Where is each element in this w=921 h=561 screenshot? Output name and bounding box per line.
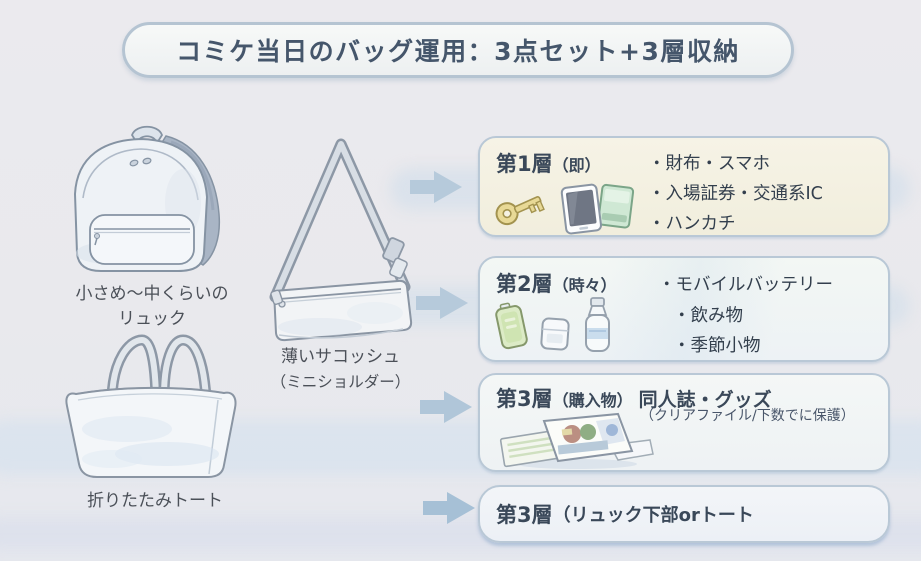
layer2-items: ・飲み物 ・季節小物: [673, 301, 761, 361]
backpack-illustration: [48, 118, 238, 284]
layer3-heading: 第3層（購入物）同人誌・グッズ: [496, 387, 772, 411]
list-item: ・ハンカチ: [648, 214, 736, 234]
drink-bottle-icon: [585, 297, 610, 352]
key-icon: [495, 196, 545, 226]
layer3-box: 第3層（購入物）同人誌・グッズ （クリアファイル/下数でに保護）: [478, 373, 890, 472]
right-arrow-icon: [420, 388, 472, 426]
list-item: ・財布・スマホ: [648, 154, 770, 174]
layer3-inline-text: 同人誌・グッズ: [638, 389, 772, 411]
layer1-items: ・財布・スマホ ・入場証券・交通系IC ・ハンカチ: [648, 149, 823, 239]
smartphone-icon: [560, 183, 602, 235]
doujinshi-prints-icon: [499, 412, 654, 469]
layer1-heading: 第1層（即）: [496, 152, 601, 176]
list-item: ・飲み物: [673, 306, 743, 326]
layer4-box: 第3層（リュック下部orトート: [478, 485, 890, 543]
list-item: ・季節小物: [673, 336, 761, 356]
backpack-label: 小さめ〜中くらいの リュック: [75, 284, 229, 329]
right-arrow-icon: [410, 168, 462, 206]
layer2-heading: 第2層（時々）: [496, 272, 617, 296]
ic-card-icon: [597, 183, 635, 229]
layer3-note: （クリアファイル/下数でに保護）: [640, 408, 855, 424]
list-item: ・入場証券・交通系IC: [648, 184, 823, 204]
shoulder-bag-label: 薄いサコッシュ （ミニショルダー）: [270, 347, 411, 391]
right-arrow-icon: [423, 489, 475, 527]
tote-bag-label: 折りたたみトート: [87, 491, 223, 511]
tote-bag-illustration: [52, 334, 248, 486]
title-banner: コミケ当日のバッグ運用：3点セット+3層収納: [122, 22, 794, 78]
layer4-heading: 第3層（リュック下部orトート: [496, 503, 754, 527]
page-title: コミケ当日のバッグ運用：3点セット+3層収納: [176, 37, 740, 66]
right-arrow-icon: [416, 284, 468, 322]
pouch-icon: [540, 317, 570, 351]
layer1-box: 第1層（即） ・財布・スマホ ・入場証券・交通系IC ・ハンカチ: [478, 136, 890, 237]
mobile-battery-icon: [495, 302, 528, 350]
layer2-box: 第2層（時々） ・モバイルバッテリー ・飲み物 ・季節小物: [478, 256, 890, 362]
list-item: ・モバイルバッテリー: [658, 275, 833, 295]
shoulder-bag-illustration: [255, 131, 425, 347]
